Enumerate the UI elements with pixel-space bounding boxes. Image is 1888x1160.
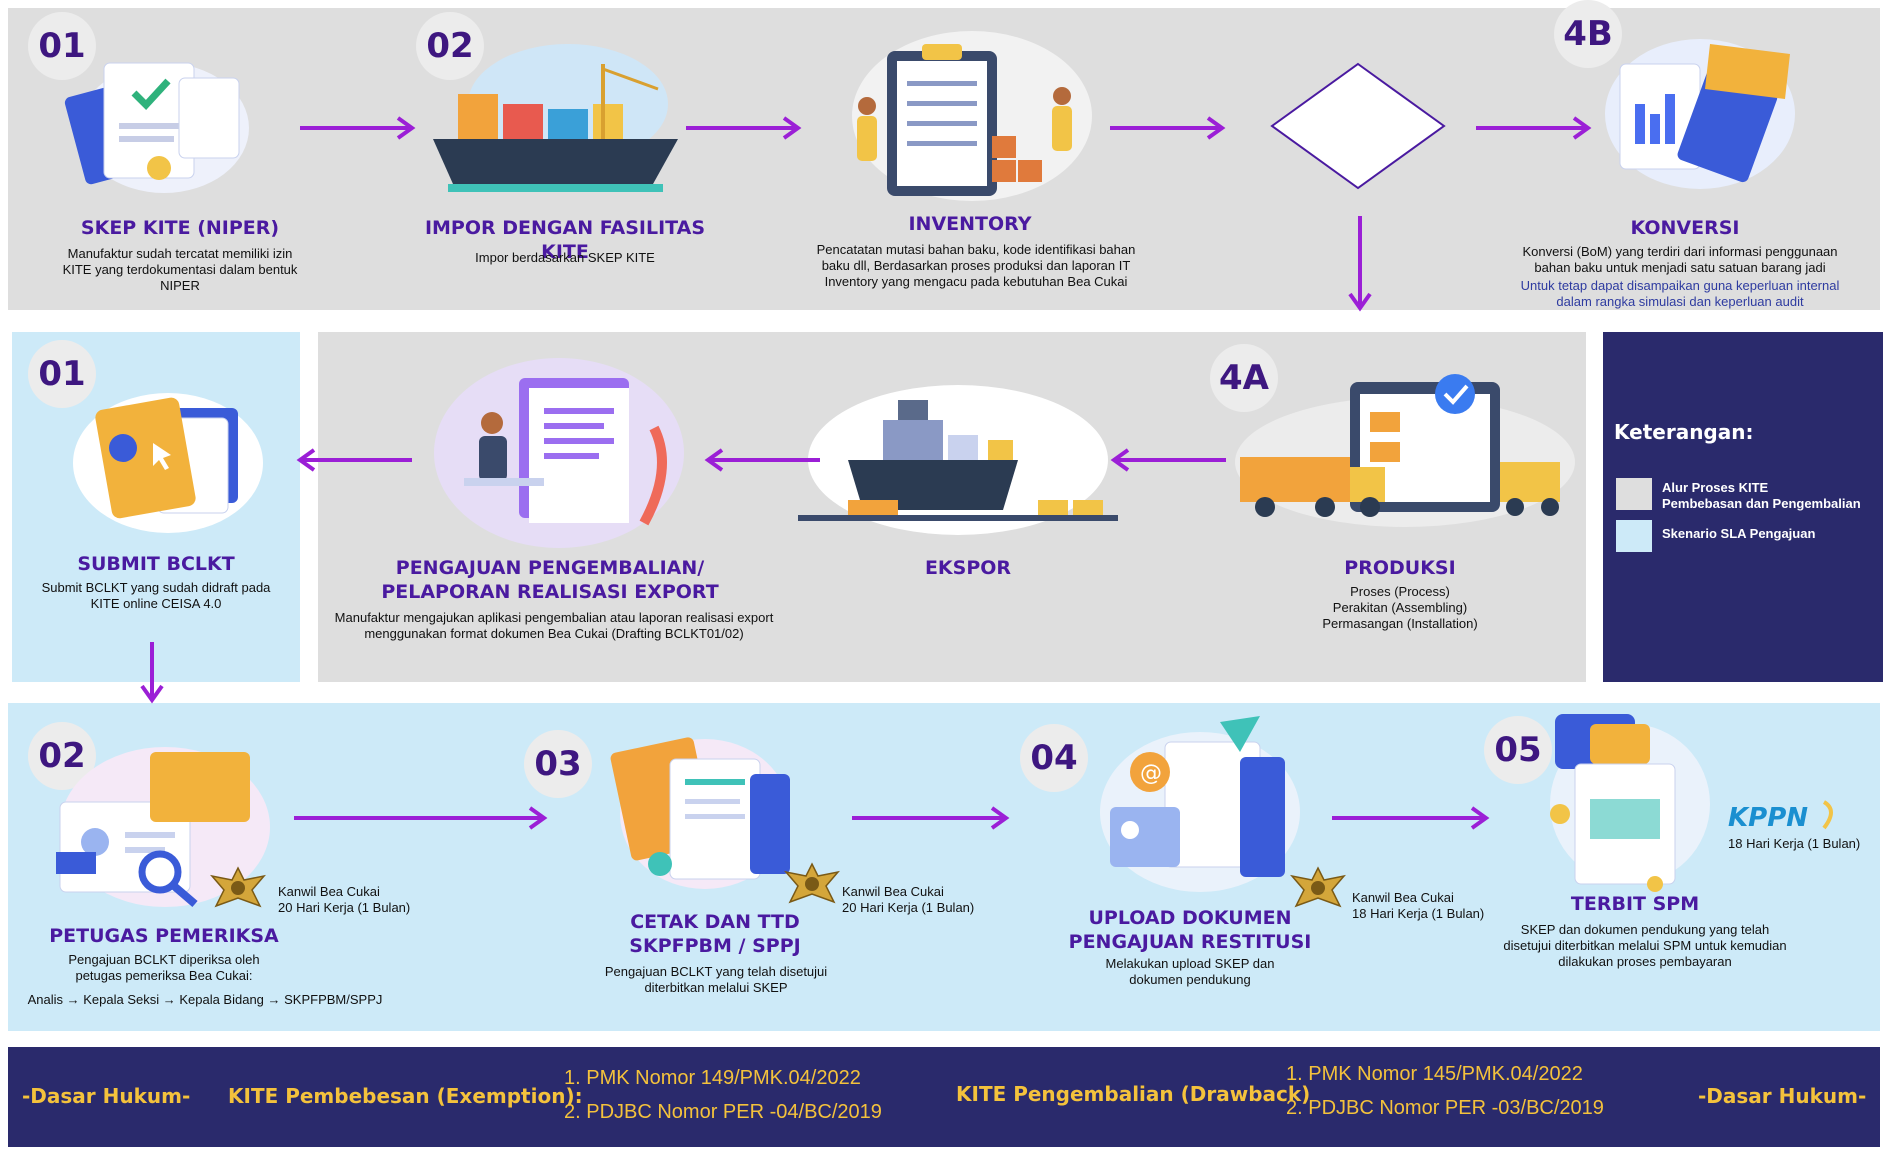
arrow-right-icon [1476, 116, 1592, 140]
step-badge: 01 [28, 340, 96, 408]
step-title: IMPOR DENGAN FASILITAS KITE [424, 217, 706, 263]
arrow-right-icon [1110, 116, 1226, 140]
drawback-ref: 2. PDJBC Nomor PER -03/BC/2019 [1286, 1097, 1604, 1119]
legend-label: Pembebasan dan Pengembalian [1662, 496, 1861, 511]
upload-documents-illustration: @ [1100, 716, 1300, 892]
kppn-logo-text: KPPN [1728, 803, 1808, 833]
step-badge: 01 [28, 12, 96, 80]
inspector-documents-illustration [56, 747, 270, 908]
customs-emblem-icon [784, 862, 840, 904]
folder-submit-illustration [73, 393, 263, 533]
step-description: Impor berdasarkan SKEP KITE [475, 250, 655, 265]
drawback-label: KITE Pengembalian (Drawback) [956, 1082, 1311, 1106]
legend-label: Alur Proses KITE [1662, 480, 1769, 495]
legend-swatch-sla [1616, 520, 1652, 552]
step-badge: 05 [1484, 716, 1552, 784]
inventory-clipboard-illustration [852, 31, 1092, 201]
produksi-line: Perakitan (Assembling) [1332, 600, 1468, 615]
step-description: Manufaktur sudah tercatat memiliki izin … [62, 246, 298, 293]
step-title: CETAK DAN TTD [630, 911, 800, 933]
step-title: PELAPORAN REALISASI EXPORT [381, 581, 719, 603]
arrow-down-icon [140, 642, 164, 704]
produksi-line: Permasangan (Installation) [1322, 616, 1478, 631]
arrow-left-icon [1110, 448, 1226, 472]
office-label: Kanwil Bea Cukai [842, 884, 944, 899]
legal-basis-label-right: -Dasar Hukum- [1698, 1084, 1867, 1108]
legend-title: Keterangan: [1614, 420, 1754, 444]
step-badge: 02 [28, 722, 96, 790]
documents-illustration [64, 62, 249, 193]
step-title: SKPFPBM / SPPJ [629, 935, 801, 957]
arrow-right-icon [686, 116, 802, 140]
step-badge: 04 [1020, 724, 1088, 792]
duration-label: 20 Hari Kerja (1 Bulan) [278, 900, 411, 915]
arrow-right-icon [1332, 806, 1490, 830]
step-title: EKSPOR [924, 557, 1012, 579]
svg-text:@: @ [1140, 761, 1162, 786]
office-label: Kanwil Bea Cukai [278, 884, 380, 899]
step-title: PRODUKSI [1344, 557, 1456, 579]
export-port-illustration [798, 385, 1118, 535]
exemption-ref: 1. PMK Nomor 149/PMK.04/2022 [564, 1067, 861, 1089]
step-badge: 4A [1210, 344, 1278, 412]
production-truck-illustration [1235, 374, 1575, 527]
step-title: SKEP KITE (NIPER) [80, 217, 280, 239]
step-title: PENGAJUAN PENGEMBALIAN/ [395, 557, 705, 579]
step-title: PETUGAS PEMERIKSA [49, 925, 279, 947]
decision-diamond [1270, 62, 1446, 190]
step-title: UPLOAD DOKUMEN [1088, 907, 1292, 929]
legend-label: Skenario SLA Pengajuan [1662, 526, 1816, 541]
step-description: Submit BCLKT yang sudah didraft pada KIT… [41, 580, 271, 611]
approval-chain: Analis → Kepala Seksi → Kepala Bidang → … [27, 992, 383, 1007]
step-description: Melakukan upload SKEP dan dokumen penduk… [1105, 956, 1275, 987]
drawback-ref: 1. PMK Nomor 145/PMK.04/2022 [1286, 1063, 1583, 1085]
kppn-logo: KPPN [1728, 800, 1833, 833]
arrow-left-icon [704, 448, 820, 472]
duration-label: 18 Hari Kerja (1 Bulan) [1352, 906, 1485, 921]
duration-label: 18 Hari Kerja (1 Bulan) [1728, 836, 1861, 851]
legal-basis-label-left: -Dasar Hukum- [22, 1084, 191, 1108]
duration-label: 20 Hari Kerja (1 Bulan) [842, 900, 975, 915]
cargo-ship-illustration [433, 44, 678, 192]
step-description: Manufaktur mengajukan aplikasi pengembal… [334, 610, 774, 641]
step-description: SKEP dan dokumen pendukung yang telah di… [1503, 922, 1787, 969]
step-description: Pengajuan BCLKT diperiksa oleh petugas p… [68, 952, 260, 983]
print-sign-illustration [610, 737, 790, 889]
customs-emblem-icon [1290, 866, 1346, 908]
step-note: Untuk tetap dapat disampaikan guna keper… [1520, 278, 1840, 309]
step-badge: 02 [416, 12, 484, 80]
arrow-left-icon [296, 448, 412, 472]
arrow-right-icon [852, 806, 1010, 830]
step-description: Pencatatan mutasi bahan baku, kode ident… [816, 242, 1136, 289]
arrow-right-icon [300, 116, 416, 140]
step-title: INVENTORY [908, 213, 1032, 235]
spm-issuance-illustration [1550, 714, 1710, 892]
arrow-down-icon [1348, 216, 1372, 312]
step-title: PENGAJUAN RESTITUSI [1068, 931, 1312, 953]
office-label: Kanwil Bea Cukai [1352, 890, 1454, 905]
exemption-ref: 2. PDJBC Nomor PER -04/BC/2019 [564, 1101, 882, 1123]
conversion-documents-illustration [1605, 39, 1795, 189]
customs-emblem-icon [210, 866, 266, 908]
step-description: Pengajuan BCLKT yang telah disetujui dit… [604, 964, 828, 995]
step-description: Konversi (BoM) yang terdiri dari informa… [1522, 244, 1838, 275]
legal-basis-footer [8, 1047, 1880, 1147]
arrow-right-icon [294, 806, 548, 830]
step-title: TERBIT SPM [1570, 893, 1700, 915]
step-title: KONVERSI [1630, 217, 1740, 239]
step-badge: 4B [1554, 0, 1622, 68]
produksi-line: Proses (Process) [1350, 584, 1450, 599]
step-title: SUBMIT BCLKT [77, 553, 235, 575]
legend-swatch-process [1616, 478, 1652, 510]
exemption-label: KITE Pembebesan (Exemption): [228, 1084, 583, 1108]
report-submission-illustration [434, 358, 684, 548]
step-badge: 03 [524, 730, 592, 798]
